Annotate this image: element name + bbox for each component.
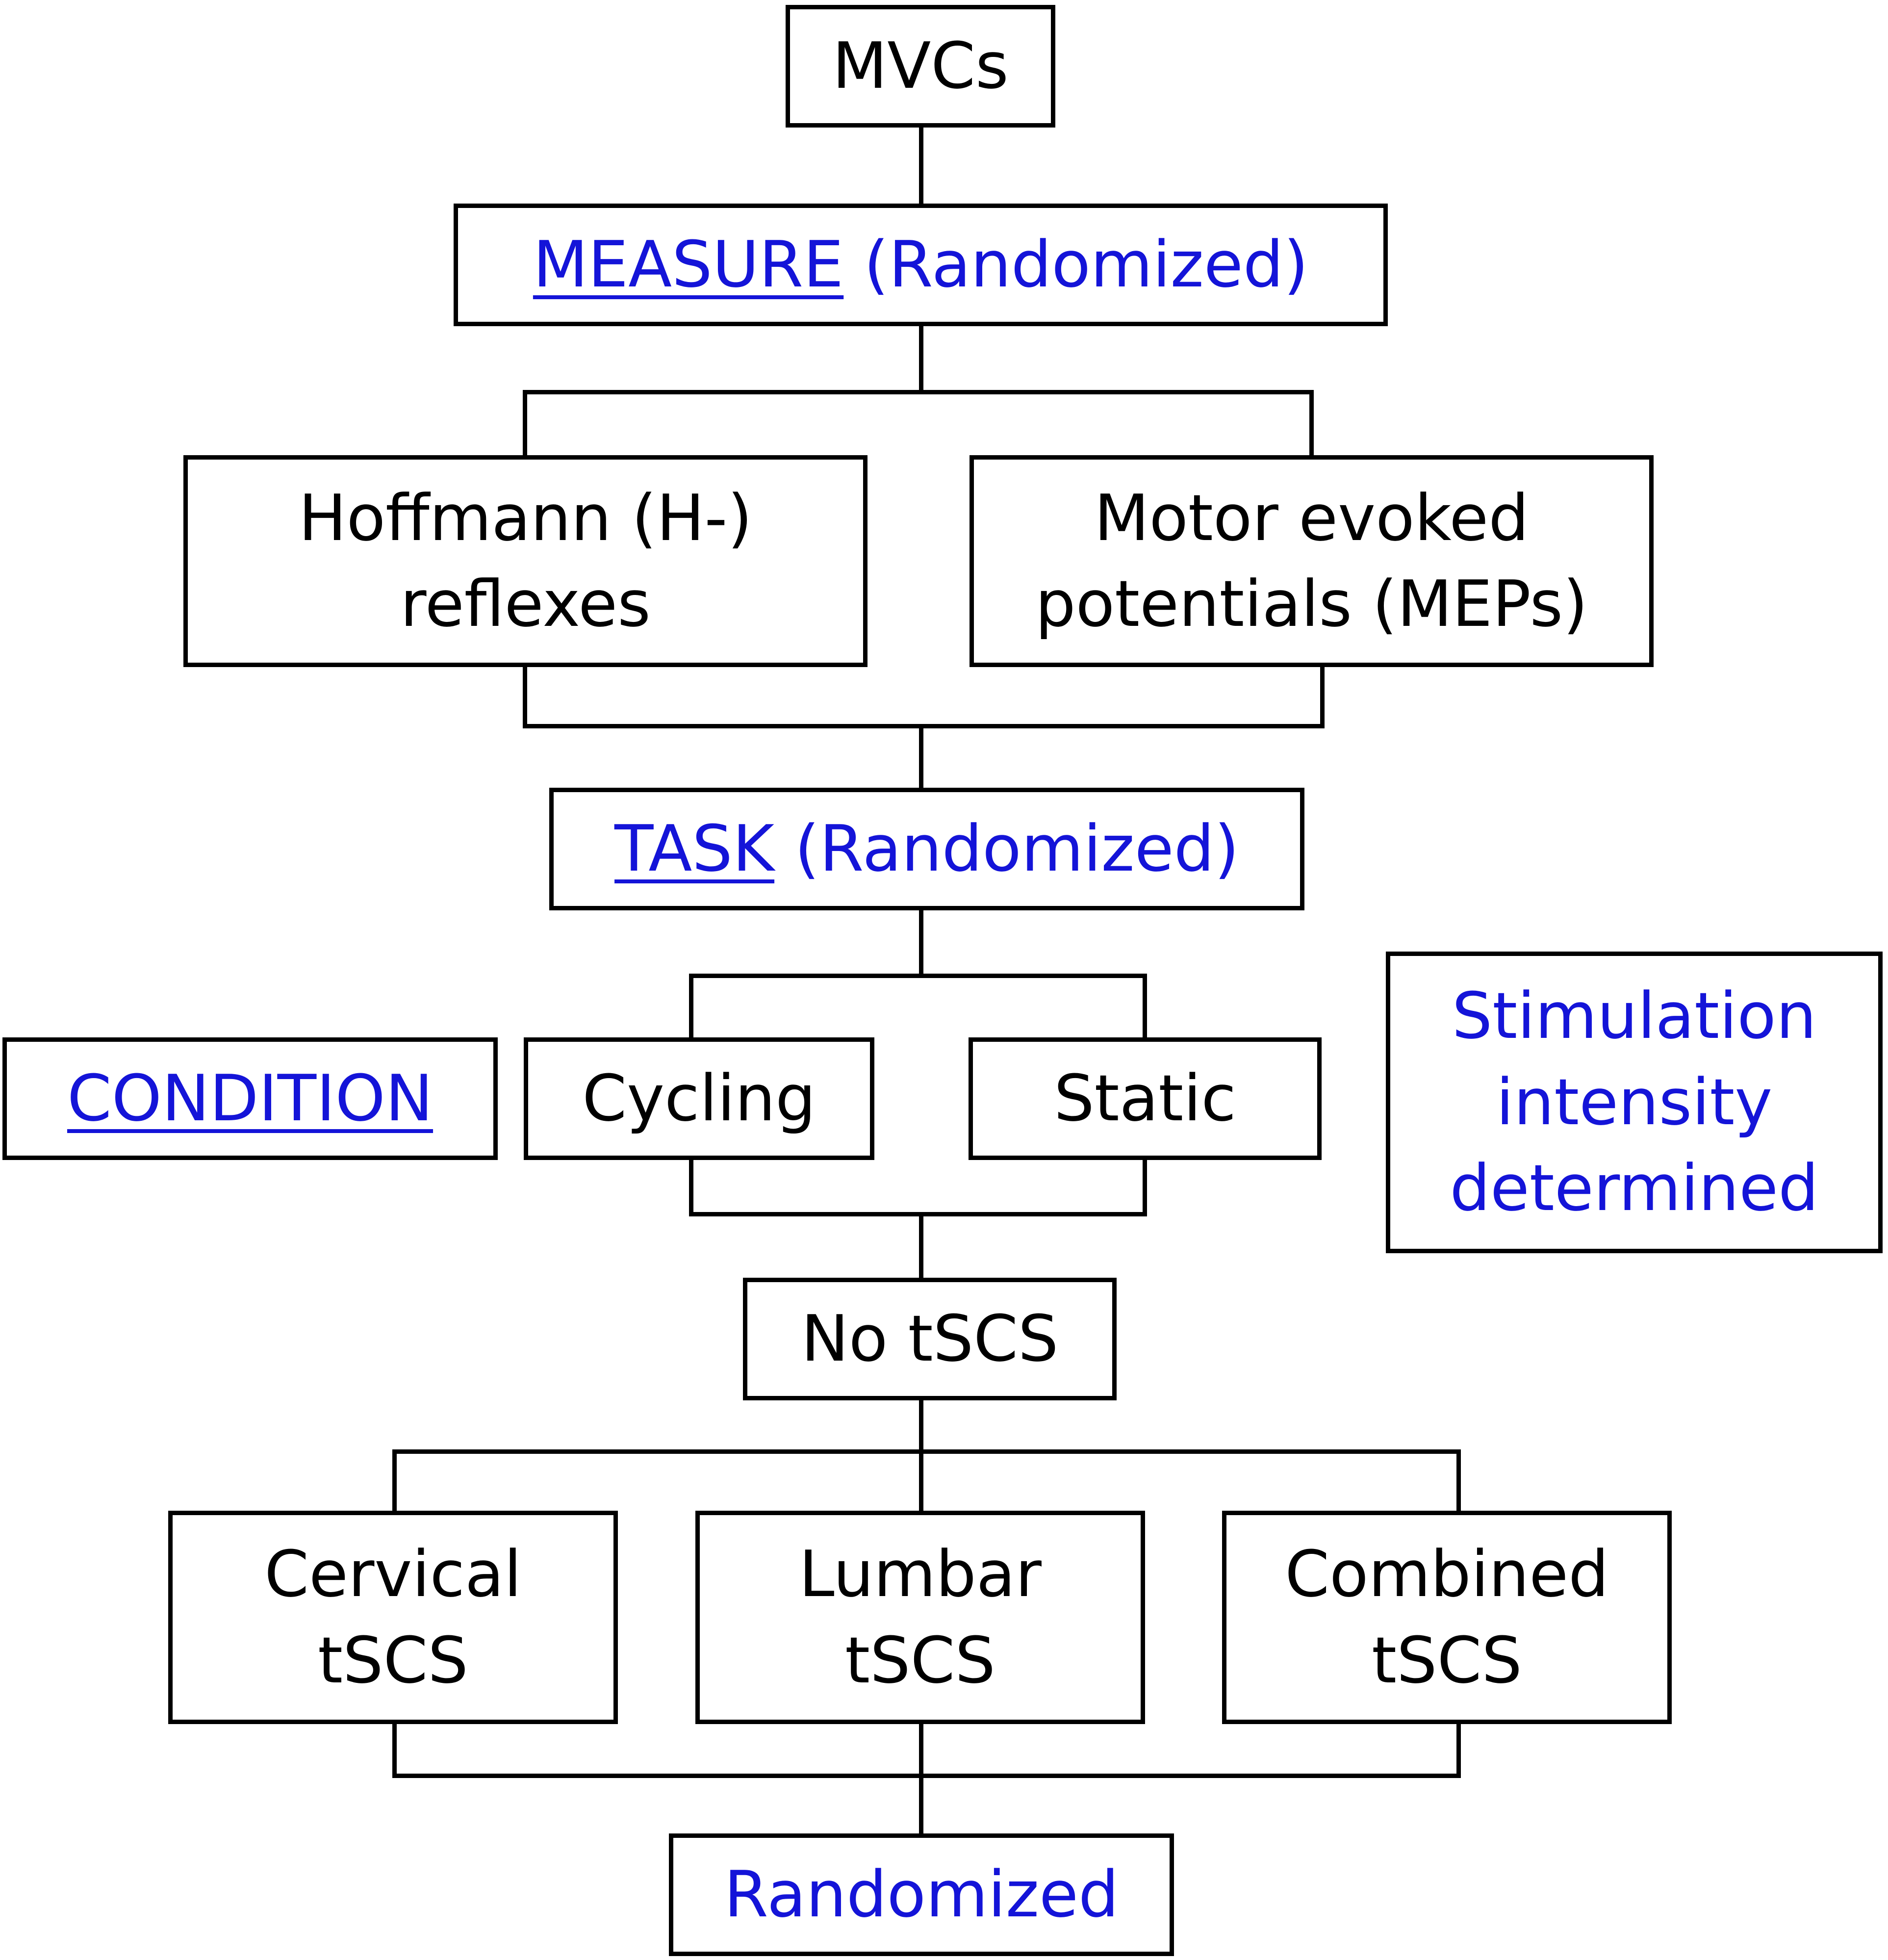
h-reflex-box: Hoffmann (H-) reflexes <box>183 455 867 667</box>
connector <box>523 667 527 728</box>
connector <box>919 1722 923 1834</box>
measure-suffix: (Randomized) <box>843 227 1309 302</box>
static-box: Static <box>969 1037 1322 1160</box>
randomized-label: Randomized <box>724 1857 1119 1932</box>
static-label: Static <box>1054 1061 1236 1136</box>
stimulation-note-box: Stimulation intensity determined <box>1386 952 1883 1253</box>
connector <box>523 390 1314 394</box>
task-box: TASK (Randomized) <box>549 788 1304 910</box>
lumbar-label: Lumbar tSCS <box>799 1531 1042 1703</box>
mep-line1: Motor evoked <box>1094 480 1529 555</box>
combined-line2: tSCS <box>1372 1623 1522 1698</box>
combined-box: Combined tSCS <box>1222 1511 1672 1724</box>
connector <box>919 724 923 790</box>
connector <box>1309 390 1314 456</box>
connector <box>392 1722 397 1778</box>
randomized-box: Randomized <box>669 1833 1174 1956</box>
condition-box: CONDITION <box>2 1037 498 1160</box>
cervical-box: Cervical tSCS <box>168 1511 618 1724</box>
cycling-label: Cycling <box>582 1061 816 1136</box>
h-reflex-line1: Hoffmann (H-) <box>298 480 753 555</box>
connector <box>919 326 923 392</box>
connector <box>919 1398 923 1452</box>
measure-box: MEASURE (Randomized) <box>454 204 1388 326</box>
connector <box>1143 974 1147 1037</box>
connector <box>689 974 1147 978</box>
h-reflex-label: Hoffmann (H-) reflexes <box>299 475 752 647</box>
connector <box>1456 1449 1461 1513</box>
connector <box>689 1155 693 1216</box>
lumbar-box: Lumbar tSCS <box>695 1511 1145 1724</box>
measure-link[interactable]: MEASURE <box>533 227 844 302</box>
mep-label: Motor evoked potentials (MEPs) <box>1035 475 1588 647</box>
connector <box>1320 667 1325 728</box>
task-link[interactable]: TASK <box>614 811 775 886</box>
no-tscs-label: No tSCS <box>801 1301 1059 1376</box>
lumbar-line1: Lumbar <box>799 1537 1042 1611</box>
connector <box>523 724 1325 728</box>
connector <box>689 974 693 1037</box>
connector <box>392 1449 397 1513</box>
connector <box>523 390 527 456</box>
stim-note-line2: intensity <box>1496 1064 1773 1139</box>
stim-note-line3: determined <box>1450 1151 1819 1226</box>
mep-line2: potentials (MEPs) <box>1035 567 1588 641</box>
connector <box>919 907 923 974</box>
cervical-line1: Cervical <box>264 1537 522 1611</box>
stimulation-note-label: Stimulation intensity determined <box>1450 973 1818 1232</box>
no-tscs-box: No tSCS <box>743 1278 1117 1400</box>
mvcs-label: MVCs <box>832 28 1009 103</box>
condition-link[interactable]: CONDITION <box>67 1061 434 1136</box>
combined-label: Combined tSCS <box>1285 1531 1608 1703</box>
connector <box>392 1449 1461 1454</box>
measure-label: MEASURE (Randomized) <box>533 222 1308 308</box>
cervical-label: Cervical tSCS <box>264 1531 522 1703</box>
connector <box>919 1212 923 1278</box>
stim-note-line1: Stimulation <box>1452 979 1817 1054</box>
mvcs-box: MVCs <box>786 5 1055 128</box>
h-reflex-line2: reflexes <box>400 567 651 641</box>
connector <box>919 1449 923 1513</box>
connector <box>1143 1155 1147 1216</box>
connector <box>919 125 923 206</box>
connector <box>392 1774 1461 1778</box>
task-suffix: (Randomized) <box>774 811 1239 886</box>
task-label: TASK (Randomized) <box>614 806 1239 892</box>
combined-line1: Combined <box>1285 1537 1609 1611</box>
cycling-box: Cycling <box>524 1037 874 1160</box>
connector <box>1456 1722 1461 1778</box>
connector <box>689 1212 1147 1216</box>
mep-box: Motor evoked potentials (MEPs) <box>970 455 1654 667</box>
cervical-line2: tSCS <box>318 1623 468 1698</box>
lumbar-line2: tSCS <box>845 1623 995 1698</box>
